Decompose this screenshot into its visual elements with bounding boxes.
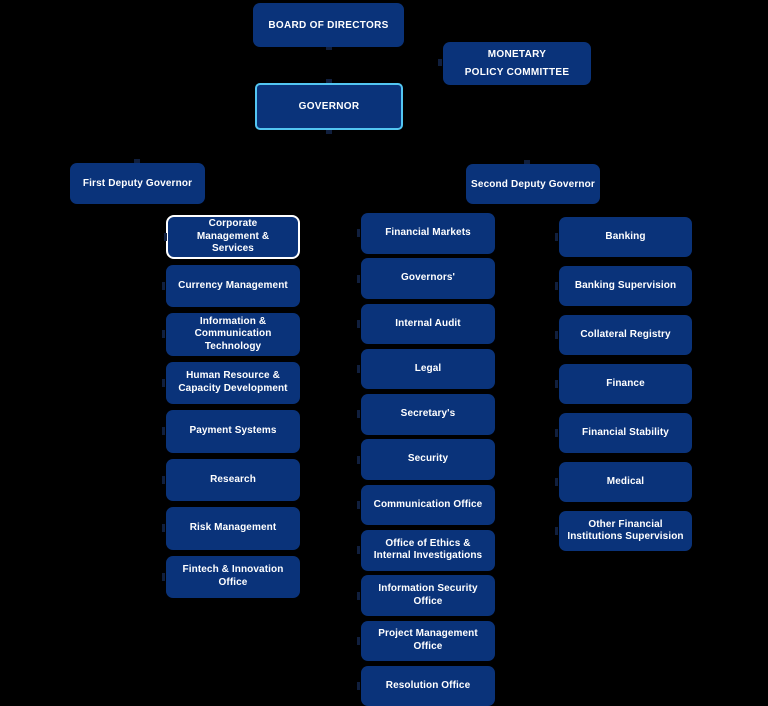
node-research: Research [162, 458, 300, 501]
node-medical: Medical [555, 461, 692, 503]
node-first-deputy-governor: First Deputy Governor [70, 163, 205, 204]
node-legal: Legal [357, 348, 495, 390]
node-resolution-office: Resolution Office [357, 665, 495, 706]
node-financial-stability: Financial Stability [555, 412, 692, 454]
node-office-of-ethics-internal-investigations: Office of Ethics & Internal Investigatio… [357, 529, 495, 571]
node-information-communication-technology: Information & Communication Technology [162, 313, 300, 356]
node-banking-supervision: Banking Supervision [555, 265, 692, 307]
node-internal-audit: Internal Audit [357, 303, 495, 345]
node-monetary-policy-committee: MONETARY POLICY COMMITTEE [443, 42, 591, 85]
node-governor: GOVERNOR [255, 83, 403, 130]
connector-stub [438, 59, 442, 66]
node-banking: Banking [555, 217, 692, 258]
node-information-security-office: Information Security Office [357, 575, 495, 616]
node-corporate-management-services: Corporate Management & Services [164, 215, 300, 259]
node-financial-markets: Financial Markets [357, 213, 495, 254]
node-second-deputy-governor: Second Deputy Governor [466, 164, 600, 204]
connector-stub [326, 47, 332, 50]
node-collateral-registry: Collateral Registry [555, 314, 692, 356]
connector-stub [524, 160, 530, 164]
mpc-line-1: MONETARY [487, 48, 547, 60]
node-risk-management: Risk Management [162, 507, 300, 550]
node-security: Security [357, 439, 495, 480]
node-finance: Finance [555, 363, 692, 405]
mpc-line-2: POLICY COMMITTEE [464, 66, 570, 78]
node-board-of-directors: BOARD OF DIRECTORS [253, 3, 404, 47]
node-project-management-office: Project Management Office [357, 620, 495, 662]
node-communication-office: Communication Office [357, 484, 495, 526]
node-fintech-innovation-office: Fintech & Innovation Office [162, 555, 300, 598]
node-currency-management: Currency Management [162, 264, 300, 307]
node-secretary-s: Secretary's [357, 394, 495, 435]
connector-stub [326, 130, 332, 134]
connector-stub [134, 159, 140, 163]
node-payment-systems: Payment Systems [162, 410, 300, 453]
node-human-resource-capacity-development: Human Resource & Capacity Development [162, 361, 300, 404]
node-governors: Governors' [357, 258, 495, 299]
connector-stub [326, 79, 332, 83]
node-other-financial-institutions-supervision: Other Financial Institutions Supervision [555, 510, 692, 552]
